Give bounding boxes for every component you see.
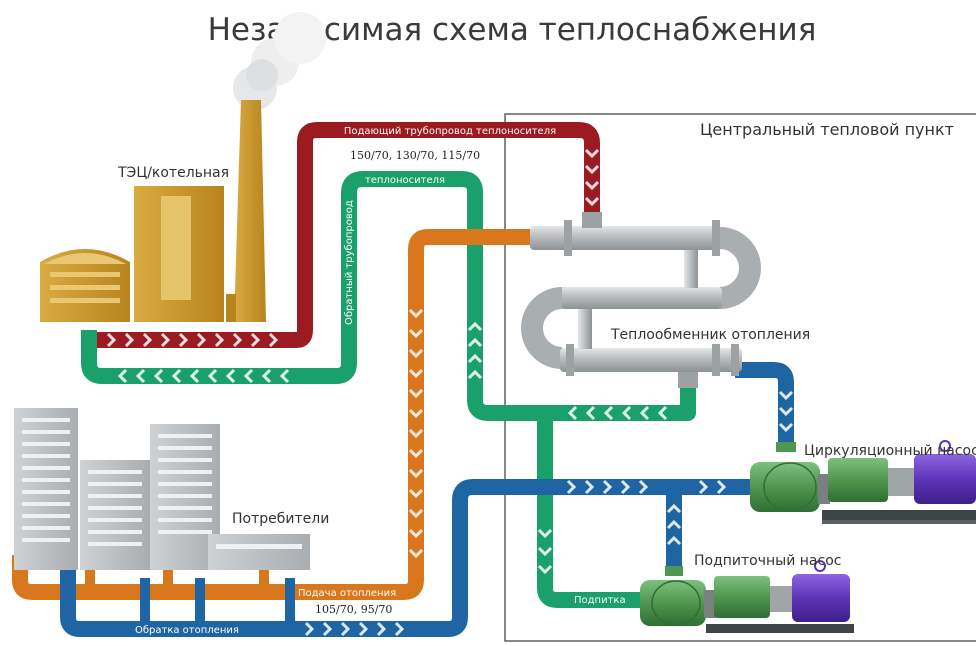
makeup-pipe — [537, 413, 660, 608]
heat-exchanger — [521, 212, 761, 388]
consumer-buildings — [14, 408, 310, 570]
primary-temperature-label: 150/70, 130/70, 115/70 — [350, 149, 480, 162]
consumers-label: Потребители — [232, 511, 329, 527]
flow-arrows-blue — [304, 390, 794, 637]
consumer-return-risers — [140, 578, 295, 624]
return-main-label-b: теплоносителя — [365, 175, 445, 186]
circulation-pump-label: Циркуляционный насос — [804, 443, 976, 459]
supply-main-label: Подающий трубопровод теплоносителя — [344, 126, 556, 137]
flow-arrows-orange — [408, 308, 424, 559]
secondary-temperature-label: 105/70, 95/70 — [315, 603, 392, 616]
return-main-label-a: Обратный трубопровод — [344, 200, 355, 325]
exchanger-outlet-pipe — [735, 362, 794, 445]
makeup-pump-label: Подпиточный насос — [694, 553, 841, 569]
heat-exchanger-label: Теплообменник отопления — [610, 327, 810, 343]
heating-return-label: Обратка отопления — [135, 625, 239, 636]
circulation-pump — [750, 440, 976, 524]
return-main-pipe — [81, 171, 696, 421]
plant-label: ТЭЦ/котельная — [117, 165, 229, 181]
flow-arrows-green — [117, 321, 668, 575]
flow-arrows-red — [106, 148, 600, 348]
makeup-label: Подпитка — [574, 595, 626, 606]
consumer-supply-risers — [85, 568, 269, 590]
heating-return-pipe — [60, 479, 760, 637]
substation-frame — [504, 113, 976, 642]
heating-supply-pipe — [12, 229, 530, 600]
heating-supply-label: Подача отопления — [298, 588, 396, 599]
makeup-pump — [640, 560, 854, 633]
heat-plant — [40, 12, 326, 322]
substation-label: Центральный тепловой пункт — [700, 120, 954, 139]
supply-main-pipe — [85, 122, 600, 348]
